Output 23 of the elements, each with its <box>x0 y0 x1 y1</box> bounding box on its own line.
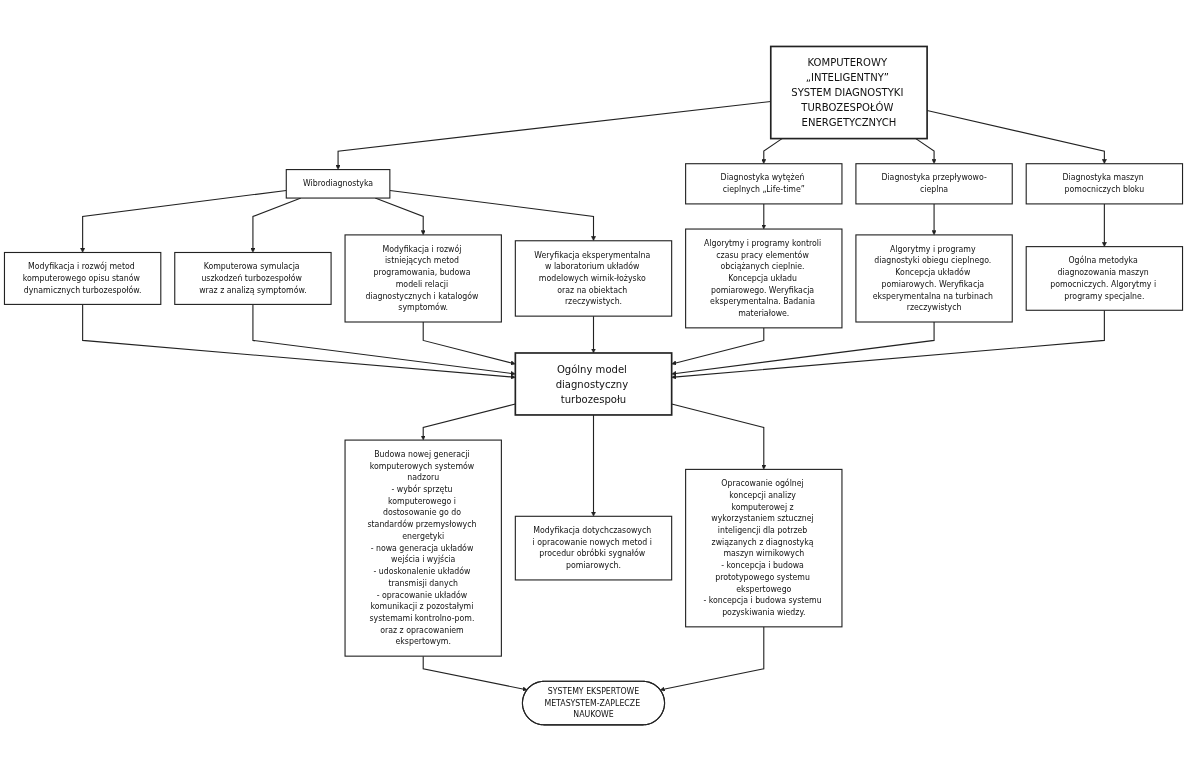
arrow <box>761 137 783 164</box>
arrow <box>761 203 767 230</box>
arrow <box>420 403 516 441</box>
arrow <box>80 189 287 253</box>
node-box: KOMPUTEROWY „INTELIGENTNY” SYSTEM DIAGNOSTYKI TURBOZESPOŁÓW ENERGETYCZNYCH <box>769 45 928 140</box>
arrow <box>591 315 596 354</box>
arrow <box>82 303 516 380</box>
arrow <box>671 321 935 376</box>
arrow <box>1101 203 1107 247</box>
arrow <box>660 626 765 692</box>
arrow <box>389 189 596 241</box>
arrow <box>374 197 426 235</box>
arrow <box>671 327 765 366</box>
arrow <box>422 321 516 366</box>
node-box: Ogólny model diagnostyczny turbozespołu <box>514 352 673 416</box>
arrow <box>671 403 767 470</box>
arrow <box>915 137 937 164</box>
arrow <box>422 655 528 692</box>
arrow <box>671 309 1105 380</box>
arrow <box>931 203 937 235</box>
arrow <box>252 303 516 376</box>
arrow <box>591 414 596 517</box>
arrow <box>250 197 302 253</box>
